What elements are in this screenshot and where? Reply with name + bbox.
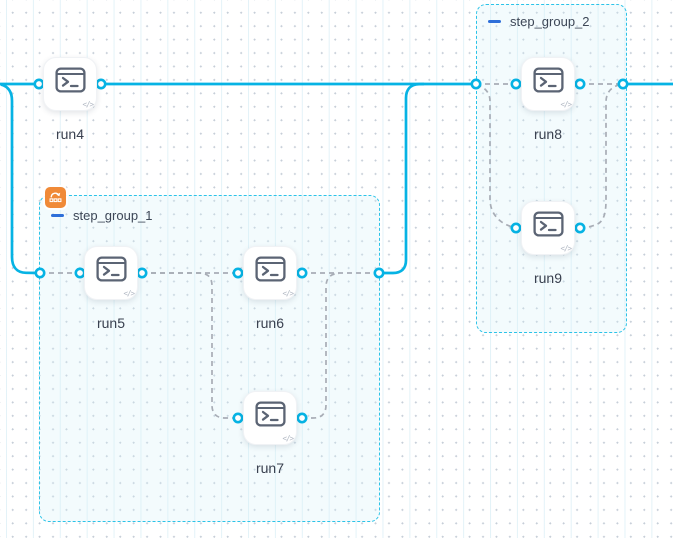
node-run6[interactable]: </> run6: [243, 246, 297, 331]
terminal-icon: [55, 67, 86, 93]
port-run5-out[interactable]: [136, 267, 148, 279]
port-group2-in[interactable]: [470, 78, 482, 90]
loop-icon: [45, 187, 66, 208]
edge-run9-group2out[interactable]: [579, 83, 624, 229]
port-run8-in[interactable]: [510, 78, 522, 90]
port-run6-in[interactable]: [232, 267, 244, 279]
port-run6-out[interactable]: [296, 267, 308, 279]
terminal-icon: [96, 256, 127, 282]
port-run4-in[interactable]: [33, 78, 45, 90]
terminal-icon: [255, 256, 286, 282]
terminal-icon: [533, 211, 564, 237]
terminal-icon: [255, 401, 286, 427]
terminal-node-card[interactable]: </>: [43, 57, 97, 111]
port-run4-out[interactable]: [95, 78, 107, 90]
port-run8-out[interactable]: [574, 78, 586, 90]
port-run7-in[interactable]: [232, 412, 244, 424]
edge-group1-to-main[interactable]: [379, 82, 425, 275]
port-group1-out[interactable]: [373, 267, 385, 279]
terminal-node-card[interactable]: </>: [521, 201, 575, 255]
node-run5[interactable]: </> run5: [84, 246, 138, 331]
port-group2-out[interactable]: [617, 78, 629, 90]
node-label: run8: [533, 126, 563, 142]
node-run8[interactable]: </> run8: [521, 57, 575, 142]
port-group1-in[interactable]: [34, 267, 46, 279]
node-label: run6: [255, 315, 285, 331]
terminal-icon: [533, 67, 564, 93]
node-label: run9: [533, 270, 563, 286]
node-label: run7: [255, 460, 285, 476]
code-icon: </>: [282, 434, 294, 443]
port-run9-in[interactable]: [510, 222, 522, 234]
node-run7[interactable]: </> run7: [243, 391, 297, 476]
code-icon: </>: [282, 289, 294, 298]
collapse-minus-icon[interactable]: [51, 213, 64, 218]
edge-run7-group1out[interactable]: [302, 272, 340, 419]
terminal-node-card[interactable]: </>: [243, 391, 297, 445]
port-run5-in[interactable]: [74, 267, 86, 279]
edge-run5-run7[interactable]: [142, 272, 238, 419]
port-run9-out[interactable]: [574, 222, 586, 234]
node-label: run5: [96, 315, 126, 331]
edge-group2in-run9[interactable]: [476, 83, 517, 229]
code-icon: </>: [123, 289, 135, 298]
group-title: step_group_1: [73, 208, 153, 223]
terminal-node-card[interactable]: </>: [243, 246, 297, 300]
node-run4[interactable]: </> run4: [43, 57, 97, 142]
edge-main-to-group1[interactable]: [0, 83, 41, 275]
port-run7-out[interactable]: [296, 412, 308, 424]
code-icon: </>: [560, 100, 572, 109]
terminal-node-card[interactable]: </>: [84, 246, 138, 300]
node-run9[interactable]: </> run9: [521, 201, 575, 286]
group-title: step_group_2: [510, 14, 590, 29]
code-icon: </>: [82, 100, 94, 109]
terminal-node-card[interactable]: </>: [521, 57, 575, 111]
node-label: run4: [55, 126, 85, 142]
collapse-minus-icon[interactable]: [488, 19, 501, 24]
code-icon: </>: [560, 244, 572, 253]
